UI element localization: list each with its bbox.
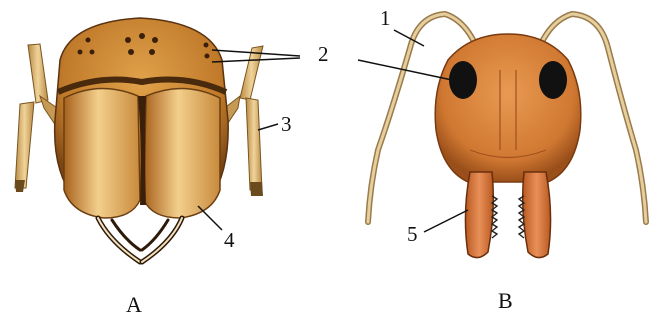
panel-b-head — [435, 34, 581, 182]
panel-b-left-eye — [449, 61, 477, 99]
panel-a-illustration — [15, 18, 300, 262]
label-5: 5 — [407, 224, 418, 245]
panel-b-caption: B — [498, 290, 513, 312]
panel-a-jaw-hooks — [98, 218, 182, 262]
label-1: 1 — [380, 8, 391, 29]
panel-b-right-eye — [539, 61, 567, 99]
label-2: 2 — [318, 44, 329, 65]
panel-a-right-palp — [240, 46, 263, 100]
panel-b-left-mandible — [465, 172, 493, 258]
panel-a-left-mandible — [64, 88, 140, 218]
panel-b-illustration — [358, 14, 646, 258]
panel-b-right-mandible — [523, 172, 551, 258]
label-3: 3 — [281, 114, 292, 135]
panel-a-caption: A — [126, 294, 142, 316]
panel-a-right-mandible — [144, 88, 220, 218]
panel-a-left-palp — [28, 44, 48, 103]
label-4: 4 — [224, 230, 235, 251]
